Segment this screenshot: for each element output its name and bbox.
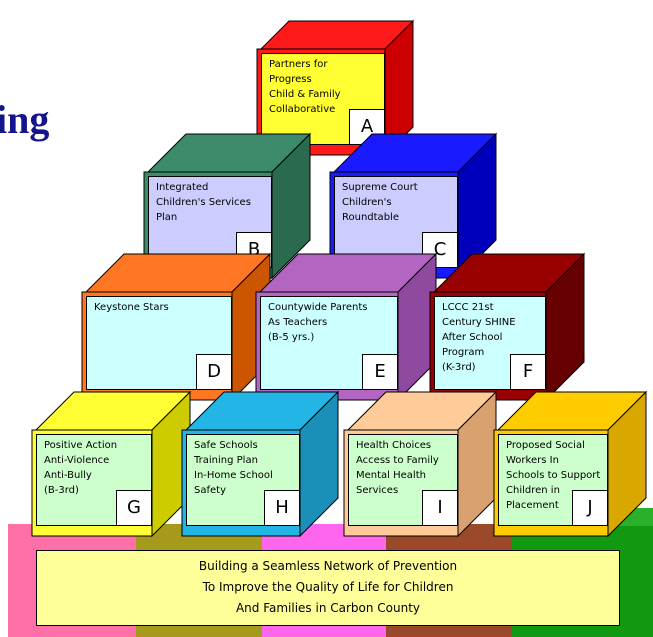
base-line-2: To Improve the Quality of Life for Child… [202,580,454,594]
block-h-face [186,434,300,526]
block-d-letter: D [196,354,232,390]
block-e-letter: E [362,354,398,390]
block-i-label: Health Choices Access to Family Mental H… [356,440,439,496]
block-f-label: LCCC 21st Century SHINE After School Pro… [442,302,516,373]
block-g-top [34,391,192,431]
block-a-side [384,19,414,157]
page-title-fragment: ing [0,97,50,142]
block-d-label: Keystone Stars [94,302,169,313]
block-g-face [36,434,152,526]
base-line-3: And Families in Carbon County [235,601,421,615]
block-g-side [151,390,191,538]
block-b-letter: B [236,232,272,268]
block-f-side [545,252,585,402]
block-g-label: Positive Action Anti-Violence Anti-Bully… [44,440,118,496]
block-f-letter: F [510,354,546,390]
base-line-1: Building a Seamless Network of Preventio… [198,559,458,573]
block-j-label: Proposed Social Workers In Schools to Su… [506,440,601,511]
block-b-side [271,132,311,280]
block-i-side [457,390,497,538]
block-a-label: Partners for Progress Child & Family Col… [269,59,341,115]
block-c-letter: C [422,232,458,268]
block-i-letter: I [422,490,458,526]
block-a-letter: A [349,109,385,145]
block-h-top [184,391,340,431]
base-banner [36,550,620,626]
block-h-letter: H [264,490,300,526]
block-b-label: Integrated Children's Services Plan [156,182,251,223]
block-c-side [457,132,497,280]
block-e-side [397,252,437,402]
block-h-label: Safe Schools Training Plan In-Home Schoo… [194,440,273,496]
block-h-side [299,390,339,538]
base-banner-text: Building a Seamless Network of Preventio… [36,556,620,624]
block-c-label: Supreme Court Children's Roundtable [342,182,418,223]
block-g-letter: G [116,490,152,526]
block-e-label: Countywide Parents As Teachers (B-5 yrs.… [268,302,368,343]
block-j-letter: J [572,490,608,526]
block-i-top [346,391,498,431]
block-j-top [496,391,648,431]
block-a-top [259,20,415,50]
